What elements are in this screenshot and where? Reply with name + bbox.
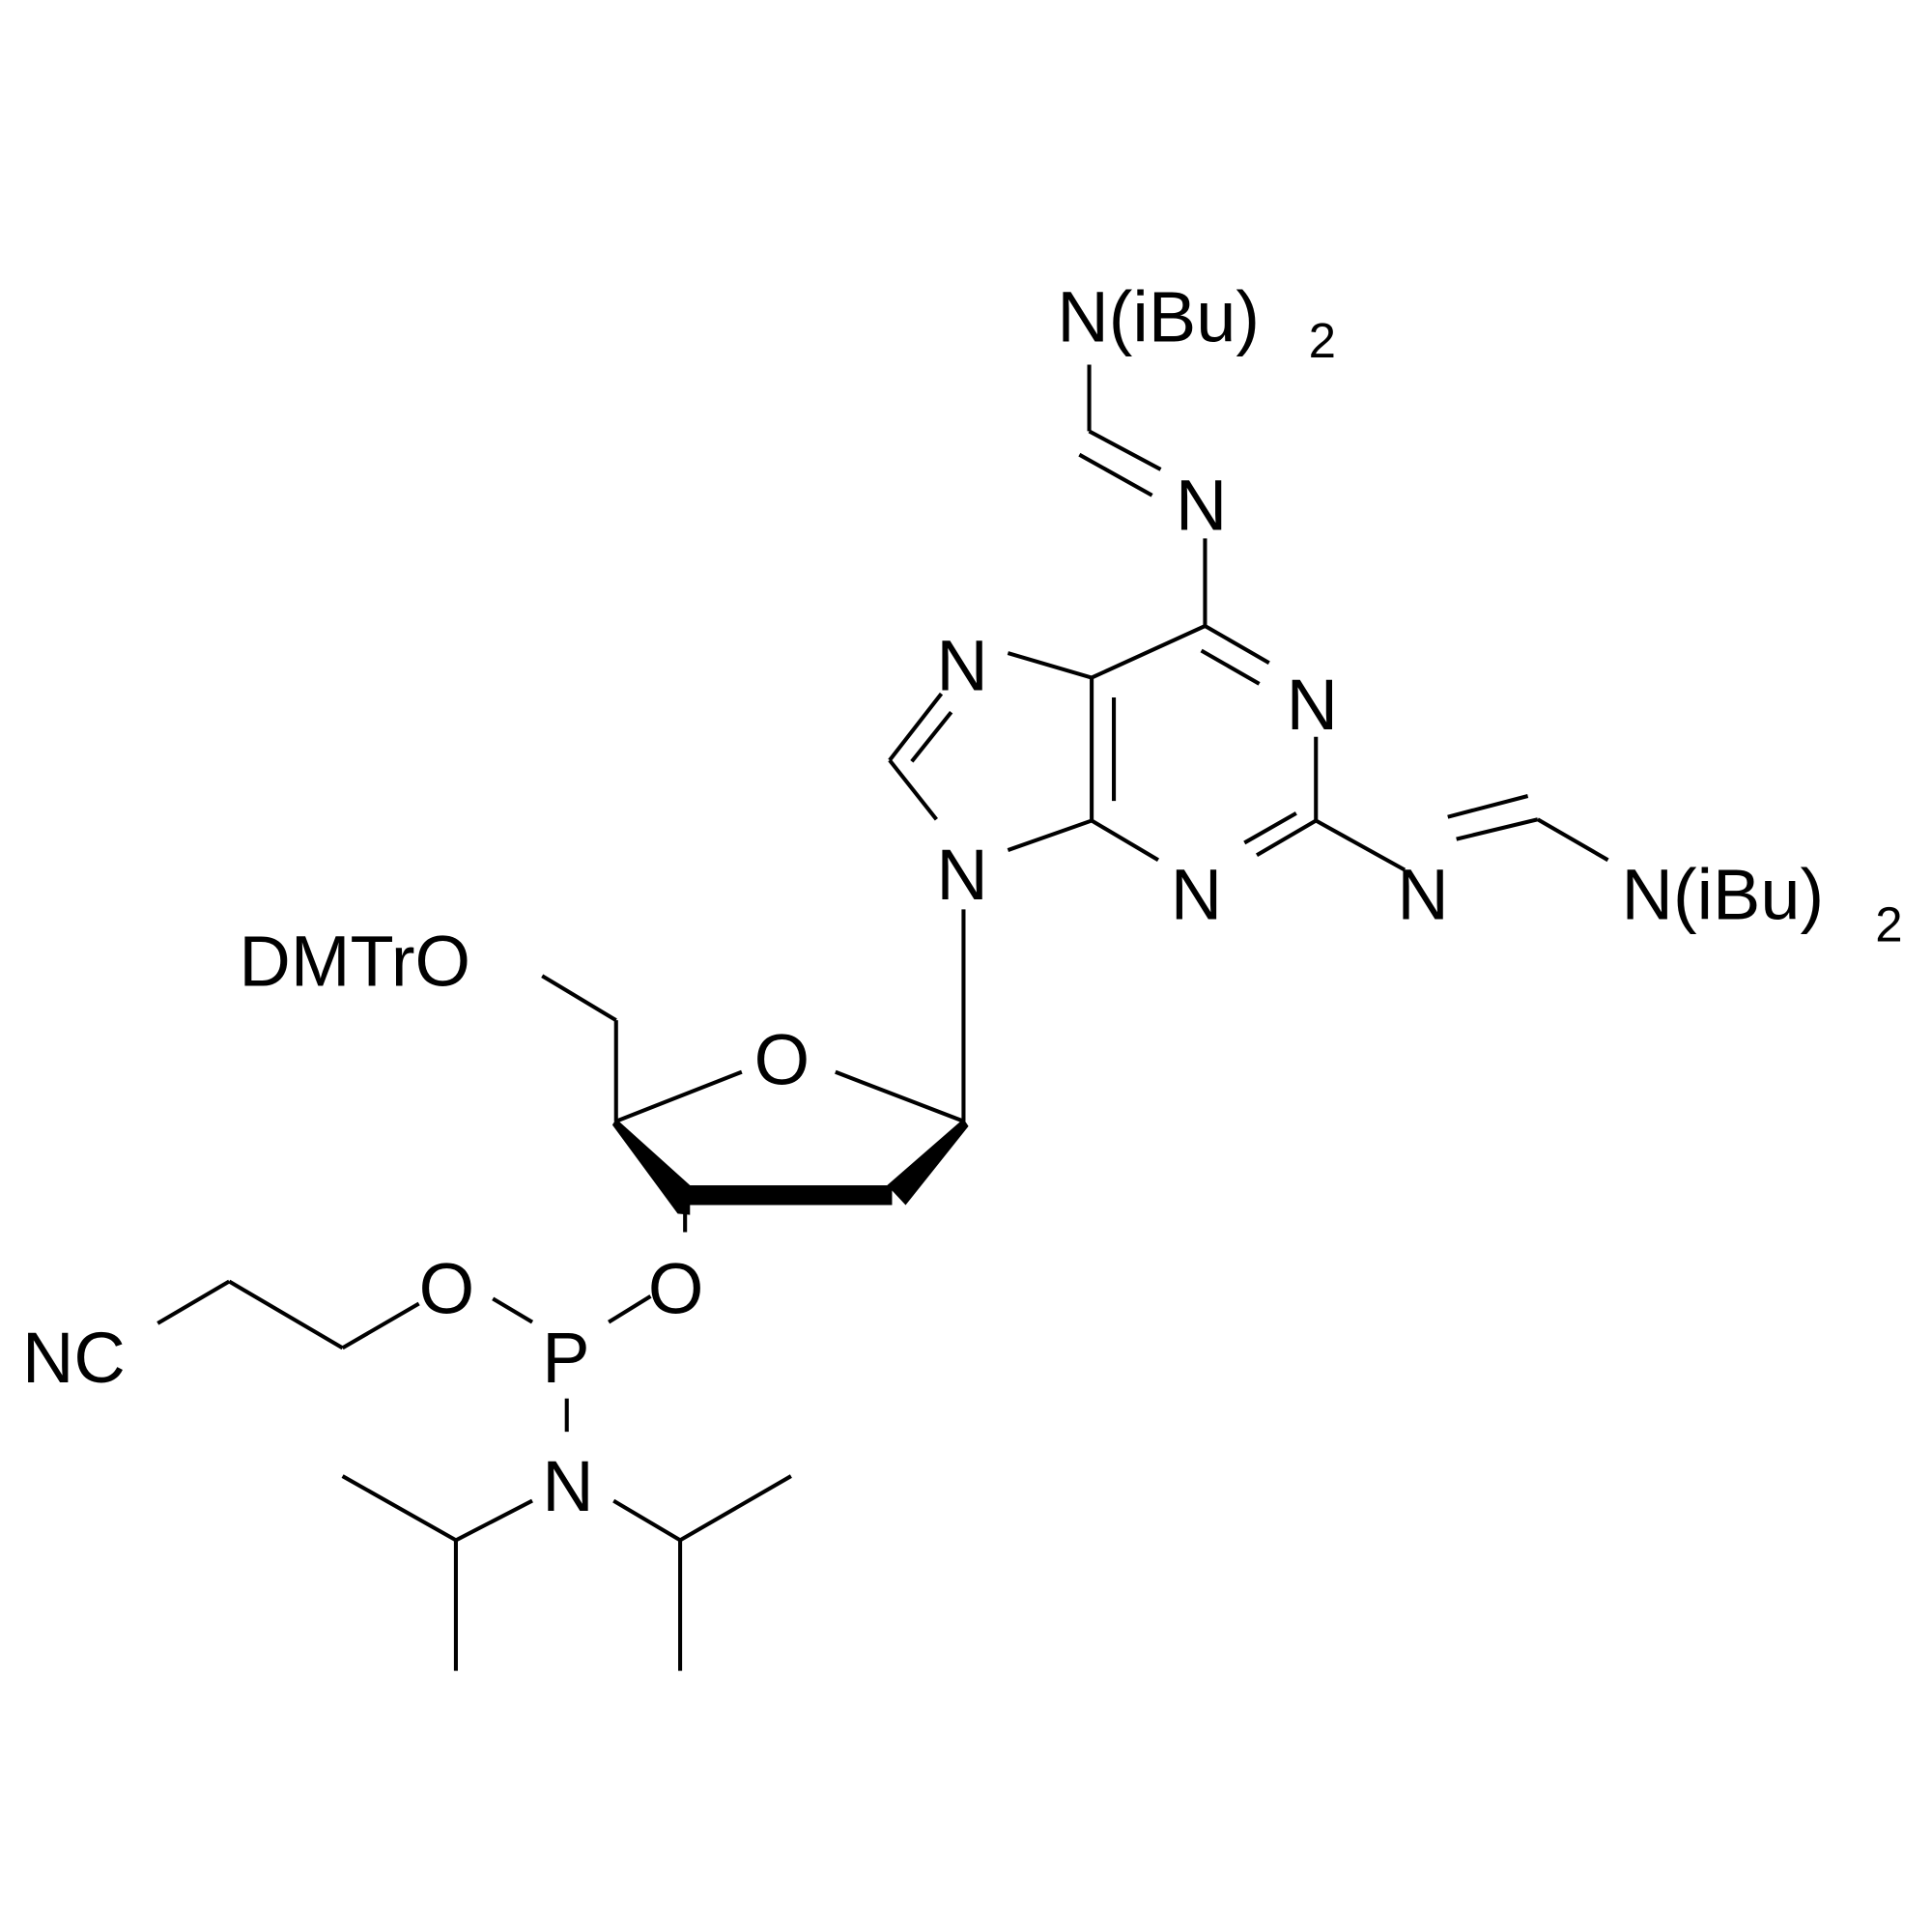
- top-amidine-n-label: N(iBu): [1057, 276, 1260, 356]
- right-amidine-n-label: N(iBu): [1622, 855, 1825, 935]
- o3-label: O: [648, 1249, 704, 1329]
- nitrile-label: NC: [22, 1318, 126, 1398]
- purine-n1-label: N: [1287, 665, 1338, 745]
- bonds: [156, 364, 1609, 1671]
- atom-labels: N(iBu) 2 N N N N N N N(iBu) 2 DMTrO O O …: [22, 276, 1903, 1525]
- purine-n9-label: N: [936, 835, 987, 915]
- ring-oxygen-label: O: [754, 1019, 810, 1099]
- purine-n3-label: N: [1171, 855, 1222, 935]
- dmtro-label: DMTrO: [239, 921, 470, 1001]
- right-amidine-subscript: 2: [1875, 896, 1902, 952]
- phosphorus-label: P: [542, 1318, 589, 1398]
- wedge-bonds: [611, 1119, 969, 1215]
- top-amidine-subscript: 2: [1309, 313, 1336, 368]
- amine-n-label: N: [542, 1446, 593, 1526]
- o-cyanoethyl-label: O: [419, 1249, 475, 1329]
- right-imine-n-label: N: [1397, 855, 1448, 935]
- top-imine-n-label: N: [1176, 465, 1227, 545]
- purine-n7-label: N: [936, 625, 987, 705]
